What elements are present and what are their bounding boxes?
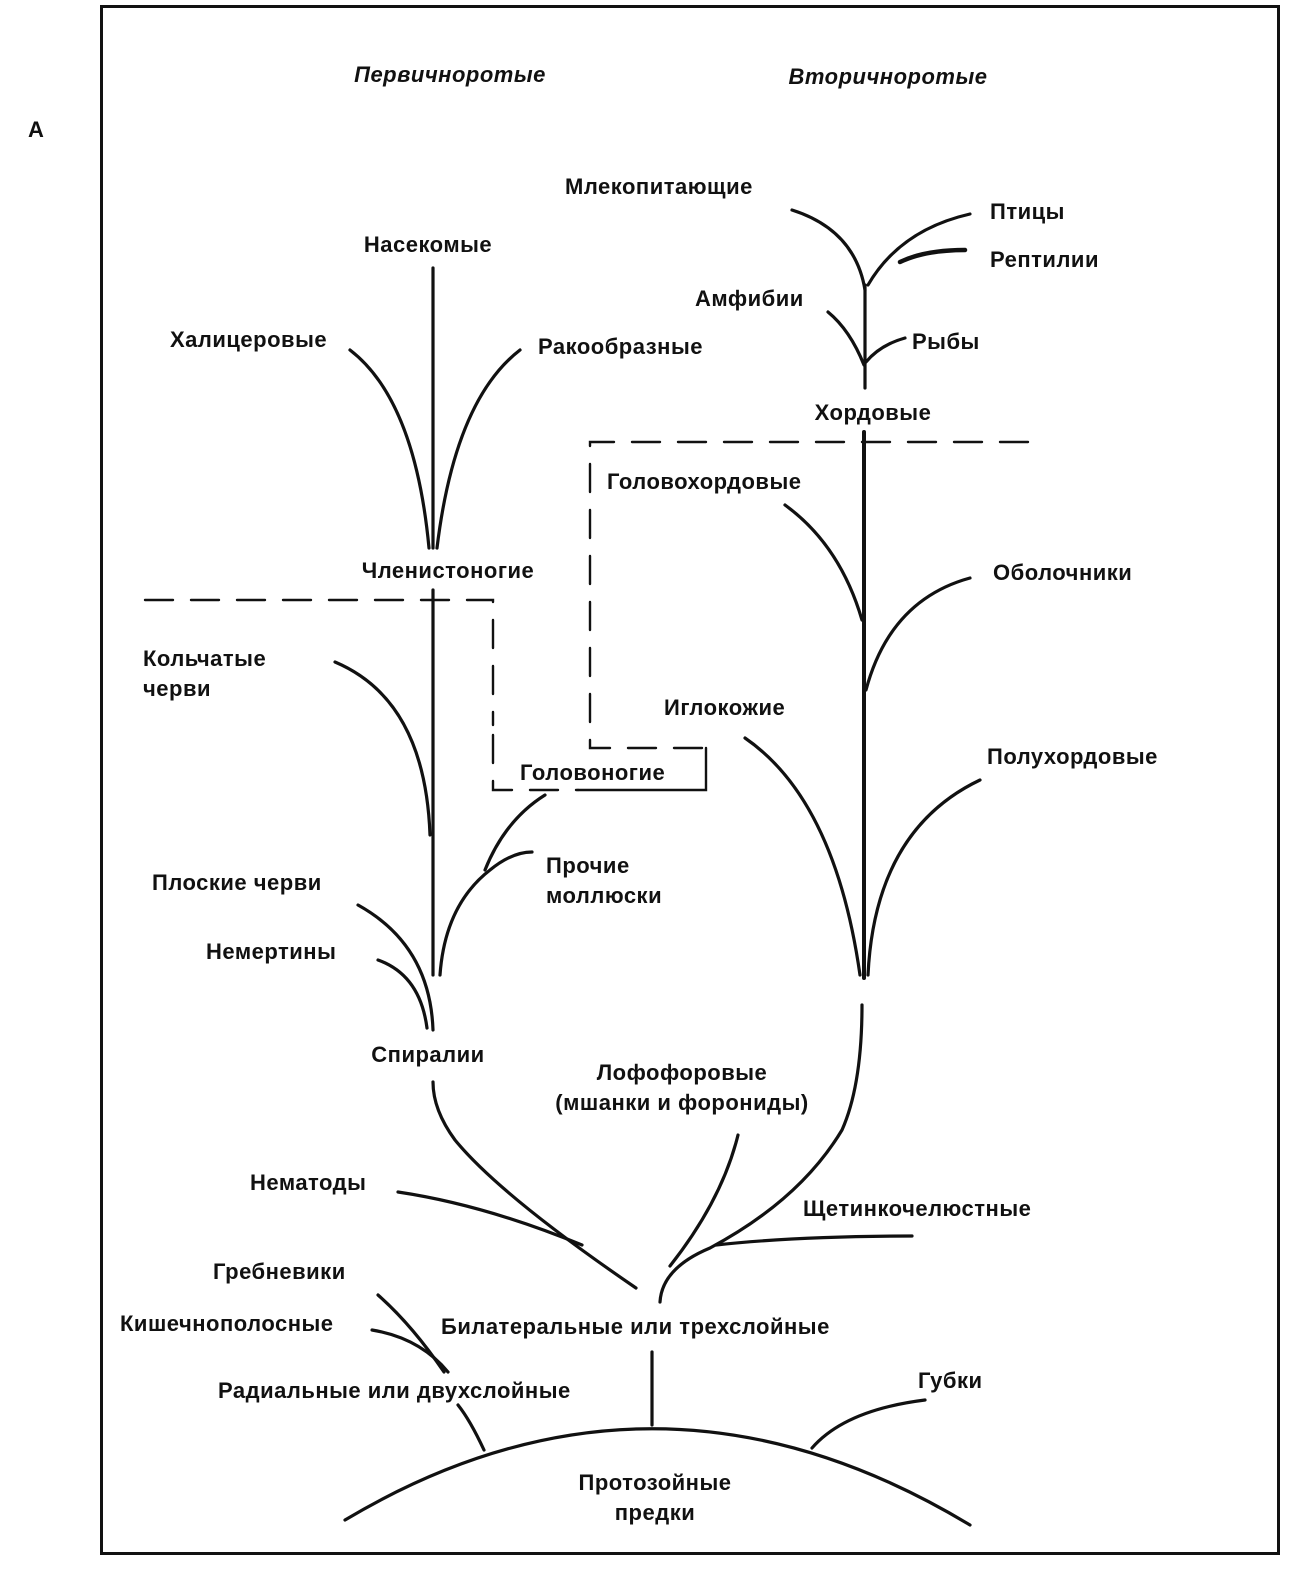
other-mollusks-label: Прочие моллюски — [546, 853, 663, 908]
lophophorates-branch — [668, 1133, 740, 1268]
figure-frame — [100, 5, 1280, 1555]
birds-label: Птицы — [990, 199, 1065, 224]
radial-branch — [456, 1403, 486, 1452]
tunicates-branch — [864, 576, 972, 692]
cephalopods-branch — [483, 793, 547, 872]
coelenterates-label: Кишечнополосные — [120, 1311, 334, 1336]
arthropods-label: Членистоногие — [361, 558, 535, 583]
reptiles-branch — [897, 247, 968, 265]
protozoan-ancestors-label: Протозойные предки — [578, 1470, 732, 1525]
amphibians-label: Амфибии — [695, 286, 804, 311]
nematodes-label: Нематоды — [250, 1170, 367, 1195]
protostomes-header: Первичноротые — [354, 62, 546, 87]
annelids-label: Кольчатые черви — [143, 646, 267, 701]
coelenterates-branch — [370, 1328, 450, 1374]
fishes-label: Рыбы — [912, 329, 980, 354]
protozoan-arc — [343, 1427, 972, 1527]
flatworms-label: Плоские черви — [152, 870, 322, 895]
crustaceans-label: Ракообразные — [538, 334, 703, 359]
chaetognaths-branch — [714, 1234, 914, 1247]
mammals-branch — [790, 208, 867, 292]
lophophorates-label: Лофофоровые (мшанки и форониды) — [555, 1060, 809, 1115]
cephalopods-box-solid — [576, 746, 708, 792]
chaetognaths-label: Щетинкочелюстные — [803, 1196, 1032, 1221]
protostome-dashed-box — [143, 598, 580, 792]
mollusks-branch — [438, 850, 534, 977]
flatworms-branch — [356, 903, 435, 1032]
deuterostome-dashed-box — [588, 440, 1030, 750]
radial-label: Радиальные или двухслойные — [218, 1378, 571, 1403]
nemerteans-branch — [376, 958, 429, 1030]
hemichordates-branch — [866, 778, 982, 977]
cephalopods-label: Головоногие — [520, 760, 666, 785]
panel-letter: А — [28, 117, 45, 142]
spiralia-label: Спиралии — [371, 1042, 485, 1067]
chelicerates-label: Халицеровые — [170, 327, 328, 352]
crustaceans-branch — [435, 348, 522, 550]
birds-branch — [866, 212, 972, 287]
annelids-branch — [333, 660, 432, 837]
mammals-label: Млекопитающие — [565, 174, 753, 199]
hemichordates-label: Полухордовые — [987, 744, 1158, 769]
bilateral-label: Билатеральные или трехслойные — [441, 1314, 830, 1339]
deuterostomes-header: Вторичноротые — [788, 64, 988, 89]
reptiles-label: Рептилии — [990, 247, 1099, 272]
cephalochordates-branch — [783, 503, 864, 622]
chordates-label: Хордовые — [814, 400, 932, 425]
chelicerates-branch — [348, 348, 431, 550]
ctenophores-label: Гребневики — [213, 1259, 346, 1284]
sponges-label: Губки — [918, 1368, 983, 1393]
echinoderms-label: Иглокожие — [664, 695, 786, 720]
echinoderms-branch — [743, 736, 862, 977]
nematodes-branch — [396, 1190, 584, 1247]
sponges-branch — [810, 1398, 927, 1450]
deuterostome-branch — [658, 1003, 864, 1304]
fishes-branch — [864, 336, 907, 364]
insects-label: Насекомые — [363, 232, 493, 257]
tunicates-label: Оболочники — [993, 560, 1133, 585]
nemerteans-label: Немертины — [206, 939, 337, 964]
spiralia-branch — [431, 1080, 638, 1290]
cephalochordates-label: Головохордовые — [607, 469, 802, 494]
amphibians-branch — [826, 310, 866, 367]
